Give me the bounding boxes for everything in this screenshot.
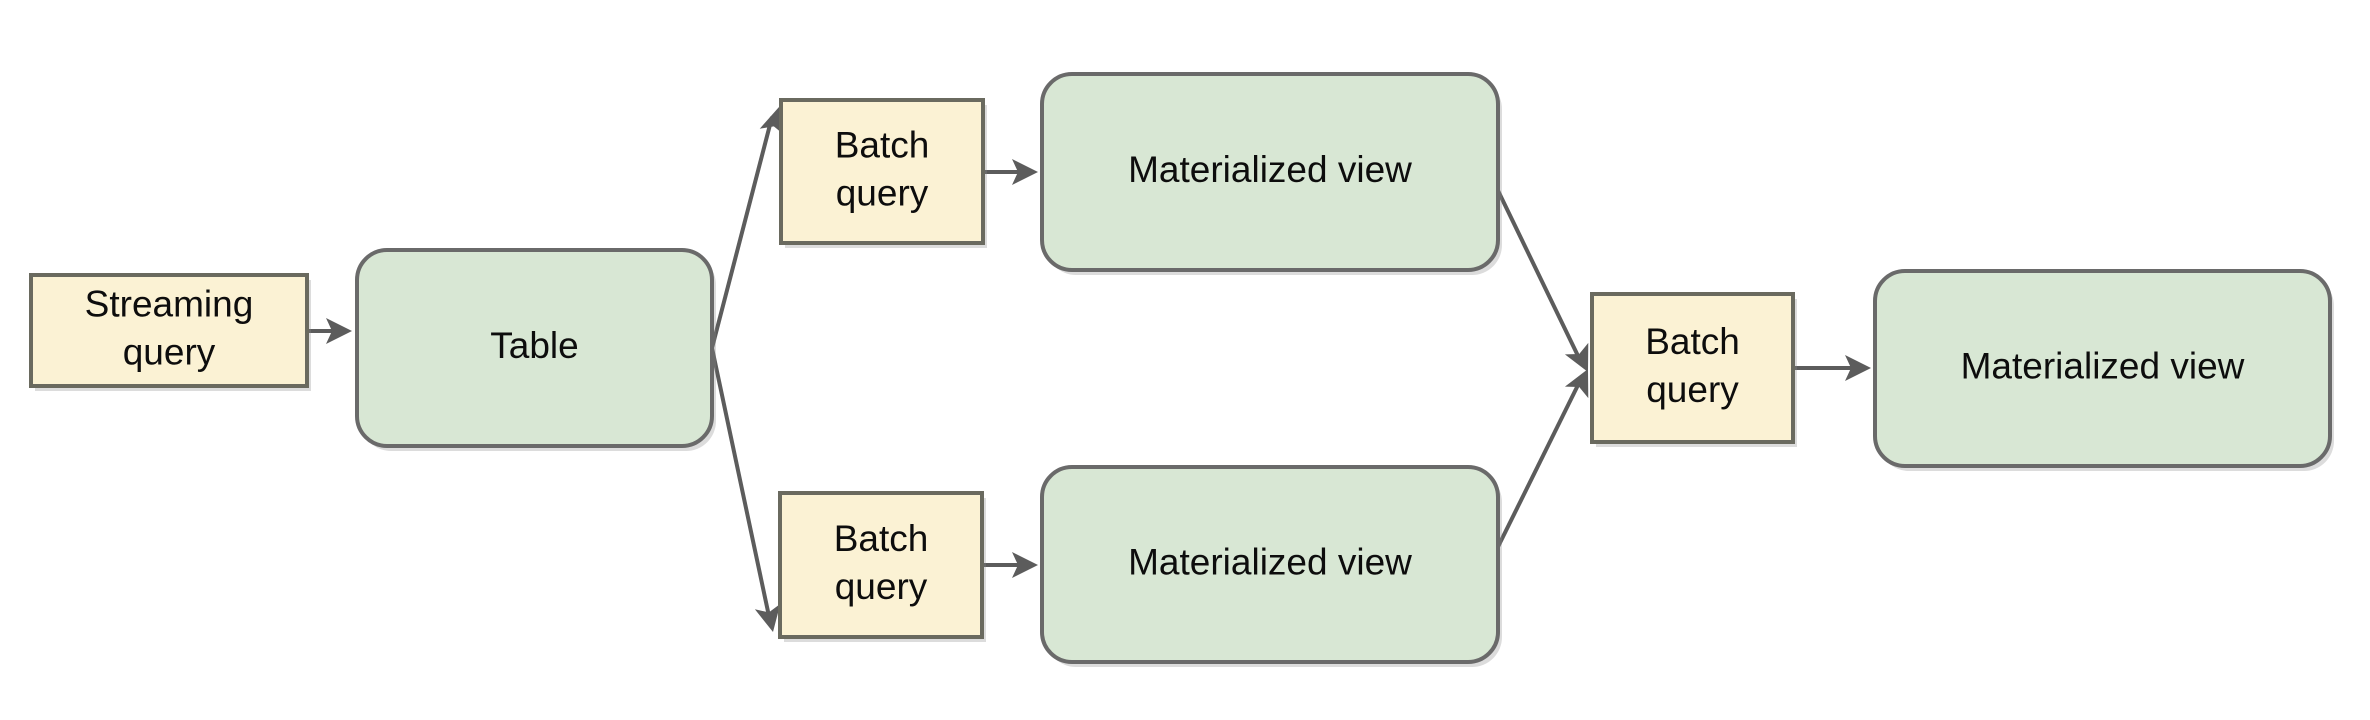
node-shape[interactable] [1873,269,2332,468]
arrowhead-icon [1564,369,1589,399]
arrowhead-icon [1012,552,1038,578]
node-batch-query-center[interactable]: Batch query [1590,292,1797,447]
edge-line [1487,380,1582,566]
node-batch-query-top[interactable]: Batch query [779,98,987,248]
edge-line [710,347,772,622]
node-label: Batch [834,518,929,559]
node-label: query [836,172,929,213]
node-label: query [123,331,216,372]
edge-line [710,116,774,349]
edge-batch-query-bottom-to-materialized-view-bottom [982,552,1038,578]
node-label: Materialized view [1961,345,2245,386]
node-label: query [1646,369,1739,410]
arrowhead-icon [759,107,785,136]
node-shape[interactable] [1040,465,1500,664]
node-shape[interactable] [779,98,985,245]
edge-batch-query-top-to-materialized-view-top [983,159,1038,185]
node-shape[interactable] [355,248,714,448]
node-shape[interactable] [778,491,984,639]
edges-layer [307,107,1871,632]
edge-materialized-view-top-to-batch-query-center [1487,171,1589,372]
arrowhead-icon [1012,159,1038,185]
node-batch-query-bottom[interactable]: Batch query [778,491,986,642]
node-label: Batch [835,124,930,165]
edge-streaming-query-to-table [307,318,352,344]
arrowhead-icon [326,318,352,344]
node-materialized-view-right[interactable]: Materialized view [1873,269,2334,471]
arrowhead-icon [754,603,781,632]
edge-line [1487,171,1582,361]
arrowhead-icon [1845,355,1871,381]
node-streaming-query[interactable]: Streaming query [29,273,311,391]
arrowhead-icon [1564,342,1589,372]
node-materialized-view-bottom[interactable]: Materialized view [1040,465,1502,667]
node-table[interactable]: Table [355,248,716,451]
node-label: Table [490,325,578,366]
node-materialized-view-top[interactable]: Materialized view [1040,72,1502,275]
edge-table-to-batch-query-bottom [710,347,781,632]
edge-materialized-view-bottom-to-batch-query-center [1487,369,1589,566]
node-shape[interactable] [1040,72,1500,272]
node-label: Materialized view [1128,541,1412,582]
node-shape[interactable] [1590,292,1795,444]
node-label: Streaming [85,283,254,324]
node-shape[interactable] [29,273,309,388]
node-label: query [835,566,928,607]
node-label: Materialized view [1128,149,1412,190]
node-label: Batch [1645,321,1740,362]
edge-table-to-batch-query-top [710,107,785,349]
edge-batch-query-center-to-materialized-view-right [1793,355,1871,381]
